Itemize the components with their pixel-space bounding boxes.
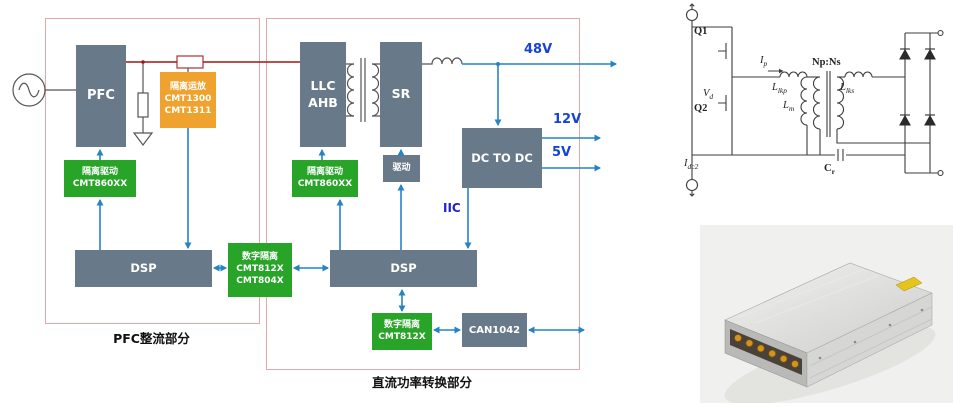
primary-coil <box>812 76 821 155</box>
drive-label: 驱动 <box>392 162 411 173</box>
dsp-pfc-block: DSP <box>75 250 212 287</box>
sr-block: SR <box>380 42 422 147</box>
digital-isolation-mid-part1: CMT812X <box>236 264 284 275</box>
can-transceiver-block: CAN1042 <box>462 313 527 347</box>
can-transceiver-label: CAN1042 <box>468 324 521 336</box>
isolated-driver-pfc-part: CMT860XX <box>72 178 128 189</box>
q2-label: Q2 <box>694 103 708 114</box>
llc-label-line2: AHB <box>308 94 338 110</box>
48v-label: 48V <box>524 42 553 57</box>
warning-sticker <box>895 276 923 292</box>
psu-top-face <box>724 262 933 354</box>
q1-mosfet <box>718 27 733 77</box>
isolated-driver-dc-title: 隔离驱动 <box>306 166 343 177</box>
dc-to-dc-block: DC TO DC <box>462 128 542 188</box>
rectifier-diodes <box>899 48 936 126</box>
llc-schematic <box>685 3 944 197</box>
vd-label: Vd <box>703 88 714 102</box>
isolated-opamp-part1: CMT1300 <box>164 94 212 105</box>
llkp-label: Llkp <box>772 82 788 96</box>
dc-section-frame <box>266 18 580 370</box>
llc-label-line1: LLC <box>310 78 336 94</box>
digital-isolation-can-part: CMT812X <box>378 331 426 342</box>
digital-isolation-mid-block: 数字隔离 CMT812X CMT804X <box>228 243 292 297</box>
dsp-dc-block: DSP <box>330 250 477 287</box>
psu-side-face <box>806 292 933 388</box>
terminal-screws <box>734 334 799 368</box>
digital-isolation-mid-title: 数字隔离 <box>241 252 278 263</box>
isolated-driver-pfc-block: 隔离驱动 CMT860XX <box>64 160 136 197</box>
digital-isolation-can-title: 数字隔离 <box>383 319 420 330</box>
pfc-block: PFC <box>76 45 126 147</box>
llks-coil <box>844 71 873 78</box>
psu-photo <box>700 225 953 403</box>
terminal-block <box>730 329 802 375</box>
digital-isolation-can-block: 数字隔离 CMT812X <box>372 313 432 350</box>
llkp-coil <box>779 71 808 78</box>
isolated-opamp-part2: CMT1311 <box>164 105 212 116</box>
cr-capacitor <box>837 149 844 161</box>
isolated-opamp-block: 隔离运放 CMT1300 CMT1311 <box>160 72 216 128</box>
psu-end-face <box>724 319 808 388</box>
dc-section-caption: 直流功率转换部分 <box>371 375 472 390</box>
12v-label: 12V <box>553 112 582 127</box>
drive-block: 驱动 <box>383 155 420 182</box>
output-terminal-top <box>937 29 944 37</box>
llks-label: Llks <box>840 82 855 96</box>
ac-source-icon <box>12 73 46 107</box>
5v-label: 5V <box>552 145 572 160</box>
lm-label: Lm <box>783 100 795 114</box>
q1-label: Q1 <box>694 26 708 37</box>
pfc-section-frame <box>45 18 260 324</box>
npns-label: Np:Ns <box>812 57 841 68</box>
source-top-icon <box>685 8 699 22</box>
ip-arrow <box>779 68 784 74</box>
cr-label: Cr <box>824 163 835 177</box>
llc-ahb-block: LLC AHB <box>300 42 346 147</box>
pfc-block-label: PFC <box>87 87 115 103</box>
isolated-driver-pfc-title: 隔离驱动 <box>81 166 118 177</box>
q2-mosfet <box>718 77 733 155</box>
sr-label: SR <box>391 86 411 102</box>
isolated-driver-dc-block: 隔离驱动 CMT860XX <box>292 160 358 197</box>
digital-isolation-mid-part2: CMT804X <box>236 275 284 286</box>
dsp-pfc-label: DSP <box>130 261 157 276</box>
idc2-label: Idc2 <box>684 158 699 172</box>
sine-icon <box>18 82 40 98</box>
pfc-section-caption: PFC整流部分 <box>113 331 190 346</box>
ip-label: Ip <box>760 55 768 69</box>
source-bottom-icon <box>685 178 699 192</box>
iic-label: IIC <box>443 201 461 215</box>
lm-coil <box>800 76 808 155</box>
dc-to-dc-label: DC TO DC <box>471 150 533 165</box>
dsp-dc-label: DSP <box>390 261 417 276</box>
isolated-opamp-title: 隔离运放 <box>169 82 206 93</box>
isolated-driver-dc-part: CMT860XX <box>297 178 353 189</box>
output-terminal-bottom <box>937 169 944 177</box>
